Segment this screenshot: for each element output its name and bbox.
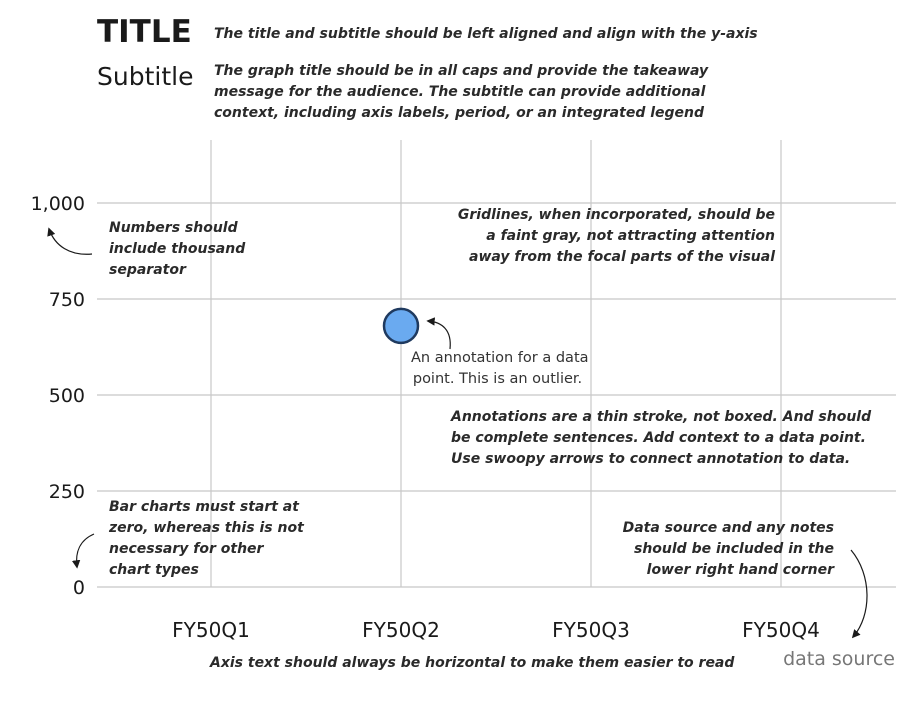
note-outlier: An annotation for a data point. This is … [411, 350, 589, 387]
y-tick-label: 1,000 [31, 193, 85, 215]
x-tick-label: FY50Q4 [742, 618, 820, 642]
x-tick-label: FY50Q2 [362, 618, 440, 642]
y-tick-label: 0 [73, 577, 85, 599]
data-source-label: data source [783, 648, 895, 670]
note-annotations: Annotations are a thin stroke, not boxed… [451, 409, 872, 467]
note-title-caps: The graph title should be in all caps an… [214, 63, 709, 121]
data-source-arrow [850, 549, 868, 639]
note-title-align: The title and subtitle should be left al… [214, 26, 758, 42]
note-bar-zero: Bar charts must start at zero, whereas t… [109, 499, 304, 578]
chart-title: TITLE [97, 14, 192, 50]
data-point-outlier [382, 307, 420, 345]
outlier-arrow [426, 317, 451, 350]
note-gridlines: Gridlines, when incorporated, should be … [457, 207, 775, 265]
gridlines [97, 140, 896, 588]
bar-zero-arrow [71, 533, 95, 569]
note-thousand-separator: Numbers should include thousand separato… [109, 220, 246, 278]
y-tick-label: 750 [49, 289, 85, 311]
y-tick-label: 250 [49, 481, 85, 503]
data-points [382, 307, 420, 345]
annotation-arrows [47, 227, 868, 639]
note-data-source: Data source and any notes should be incl… [622, 520, 834, 578]
y-tick-label: 500 [49, 385, 85, 407]
separator-arrow [47, 227, 93, 255]
note-axis-text: Axis text should always be horizontal to… [210, 655, 735, 671]
chart-subtitle: Subtitle [97, 62, 194, 91]
x-tick-label: FY50Q1 [172, 618, 250, 642]
x-tick-label: FY50Q3 [552, 618, 630, 642]
